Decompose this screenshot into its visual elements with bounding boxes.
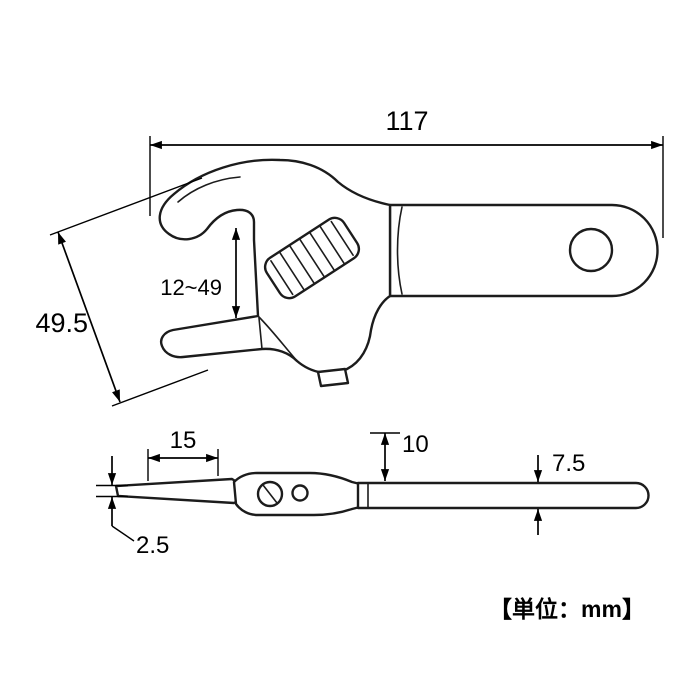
wrench-handle: [388, 203, 659, 298]
pivot-screw-slot: [262, 484, 278, 504]
jaw-hook-inner-line: [177, 176, 241, 203]
dim-extension-line: [111, 369, 209, 407]
wrench-top-view: 117 49.5 12~49: [35, 106, 664, 407]
movable-jaw-seam: [257, 315, 298, 362]
wrench-side-view: 15 10 2.5 7.5: [96, 427, 650, 559]
pivot-pin: [291, 484, 309, 502]
dim-label-49-5: 49.5: [35, 308, 88, 338]
dim-head-height: 10: [370, 431, 429, 481]
worm-screw: [263, 216, 361, 300]
dim-label-15: 15: [170, 427, 197, 454]
side-jaw-blade: [114, 477, 243, 505]
units-note: 【単位：mm】: [489, 596, 645, 622]
worm-knurl-line: [289, 245, 315, 284]
dim-tip-thickness: 2.5: [96, 456, 169, 559]
movable-jaw-edge: [258, 317, 263, 350]
dim-label-10: 10: [402, 431, 429, 458]
worm-knurl-line: [299, 238, 325, 278]
dim-jaw-capacity: 12~49: [160, 228, 241, 318]
hang-hole: [568, 227, 614, 273]
dim-label-117: 117: [385, 106, 428, 136]
dim-extension-line: [49, 177, 203, 236]
worm-knurl-line: [270, 260, 294, 296]
dim-label-7-5: 7.5: [552, 450, 585, 477]
worm-knurl-line: [279, 251, 305, 291]
dim-label-jaw-capacity: 12~49: [160, 275, 222, 300]
side-handle: [356, 481, 650, 510]
head-bottom-tab: [316, 367, 350, 388]
dim-line-49-5: [57, 231, 121, 403]
dim-head-length: 49.5: [35, 177, 209, 407]
dim-label-2-5: 2.5: [136, 532, 169, 559]
worm-knurl-line: [330, 220, 354, 256]
dim-overall-length: 117: [149, 106, 664, 238]
dim-tip-flat-length: 15: [147, 427, 219, 481]
dim-leader-line: [111, 525, 135, 542]
worm-knurl-line: [309, 232, 335, 271]
worm-knurl-line: [319, 225, 345, 265]
grip-boundary-line: [396, 206, 403, 295]
dim-handle-thickness: 7.5: [533, 450, 585, 535]
